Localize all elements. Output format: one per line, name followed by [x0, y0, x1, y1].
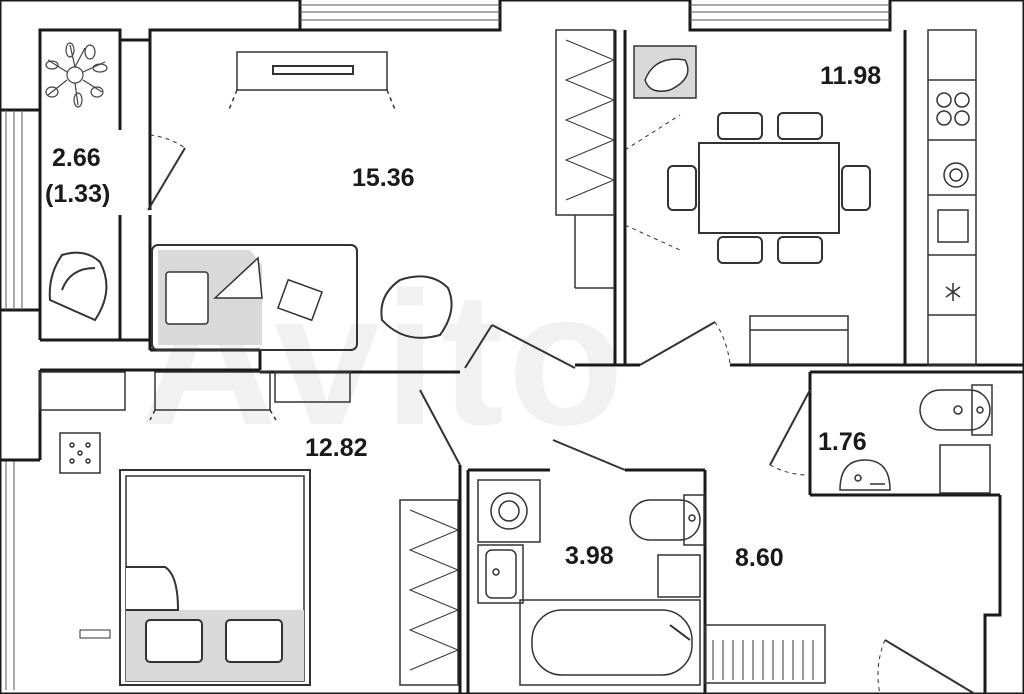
washing-machine-icon — [477, 479, 541, 543]
shelf-icon — [939, 444, 991, 494]
dining-table-icon — [667, 112, 871, 264]
wardrobe-icon — [399, 499, 460, 686]
sofa-bed-icon — [151, 244, 358, 351]
toilet-icon — [919, 384, 993, 436]
door-swing — [624, 114, 681, 151]
nightstand-icon — [59, 432, 101, 474]
sink-icon — [839, 459, 891, 491]
shoe-rack-icon — [704, 624, 826, 684]
bathroom-area-label: 3.98 — [565, 542, 614, 570]
bedroom-area-label: 12.82 — [305, 434, 368, 462]
bathtub-icon — [519, 599, 701, 686]
cabinet-handle — [79, 629, 111, 639]
plant-icon — [45, 42, 108, 108]
kitchen-area-label: 11.98 — [820, 62, 882, 90]
windows — [5, 4, 890, 690]
living-room-area-label: 15.36 — [352, 164, 415, 192]
cabinet-icon — [657, 554, 701, 598]
wardrobe-icon — [555, 29, 616, 289]
bed-icon — [119, 469, 311, 686]
shelf-icon — [39, 371, 351, 421]
hallway-area-label: 8.60 — [735, 544, 784, 572]
cabinet-icon — [749, 315, 849, 365]
doors — [147, 134, 976, 694]
kitchen-counter-icon — [927, 29, 977, 366]
toilet-area-label: 1.76 — [818, 428, 867, 456]
door-swing — [624, 224, 681, 251]
balcony-reduced-area-label: (1.33) — [45, 180, 111, 208]
pet-bed-icon — [633, 45, 697, 99]
armchair-icon — [48, 251, 108, 322]
armchair-icon — [380, 275, 453, 339]
sink-icon — [477, 544, 524, 604]
tv-unit-icon — [227, 51, 397, 113]
balcony-area-label: 2.66 — [52, 144, 101, 172]
toilet-icon — [629, 494, 705, 546]
